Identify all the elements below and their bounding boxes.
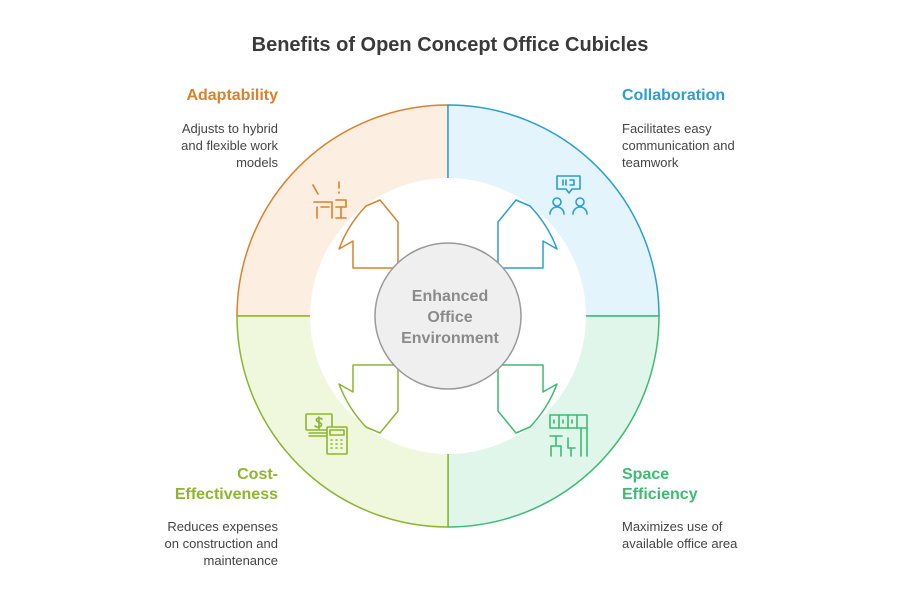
space-efficiency-heading-line: Efficiency bbox=[622, 486, 698, 503]
floorplan-icon bbox=[549, 414, 588, 457]
cost-effectiveness-heading: Cost- Effectiveness bbox=[120, 465, 278, 505]
adaptability-heading-line: Adaptability bbox=[186, 87, 278, 104]
collaboration-heading: Collaboration bbox=[622, 86, 792, 106]
adaptability-description-line: and flexible work bbox=[181, 138, 278, 153]
space-efficiency-heading: Space Efficiency bbox=[622, 465, 792, 505]
center-label-line: Environment bbox=[401, 330, 499, 347]
space-efficiency-description: Maximizes use of available office area bbox=[622, 518, 792, 552]
people-chat-icon bbox=[549, 175, 588, 215]
collaboration-heading-line: Collaboration bbox=[622, 87, 726, 104]
center-circle bbox=[374, 242, 522, 390]
collaboration-description: Facilitates easy communication and teamw… bbox=[622, 120, 792, 171]
cost-effectiveness-description-line: maintenance bbox=[203, 553, 278, 568]
cost-effectiveness-description-line: on construction and bbox=[164, 536, 278, 551]
cost-effectiveness-description: Reduces expenses on construction and mai… bbox=[120, 518, 278, 569]
space-efficiency-arrow bbox=[497, 364, 558, 434]
cost-effectiveness-heading-line: Effectiveness bbox=[174, 486, 278, 503]
collaboration-description-line: Facilitates easy bbox=[622, 121, 712, 136]
cost-effectiveness-description-line: Reduces expenses bbox=[167, 519, 278, 534]
desk-chair-icon bbox=[312, 181, 347, 219]
adaptability-description-line: models bbox=[236, 155, 278, 170]
diagram-title: Benefits of Open Concept Office Cubicles bbox=[251, 34, 649, 56]
collaboration-description-line: teamwork bbox=[622, 155, 679, 170]
space-efficiency-description-line: available office area bbox=[622, 536, 738, 551]
adaptability-description-line: Adjusts to hybrid bbox=[181, 121, 278, 136]
center-label-line: Enhanced bbox=[411, 288, 489, 305]
center-label-line: Office bbox=[427, 309, 473, 326]
adaptability-heading: Adaptability bbox=[120, 86, 278, 106]
cost-effectiveness-arrow bbox=[338, 364, 399, 434]
collaboration-arrow bbox=[497, 199, 558, 269]
space-efficiency-description-line: Maximizes use of bbox=[622, 519, 723, 534]
money-calculator-icon bbox=[305, 413, 348, 455]
space-efficiency-heading-line: Space bbox=[622, 466, 670, 483]
cost-effectiveness-heading-line: Cost- bbox=[237, 466, 278, 483]
collaboration-description-line: communication and bbox=[622, 138, 735, 153]
center-label: Enhanced Office Environment bbox=[388, 286, 512, 349]
adaptability-arrow bbox=[338, 199, 399, 269]
adaptability-description: Adjusts to hybrid and flexible work mode… bbox=[120, 120, 278, 171]
